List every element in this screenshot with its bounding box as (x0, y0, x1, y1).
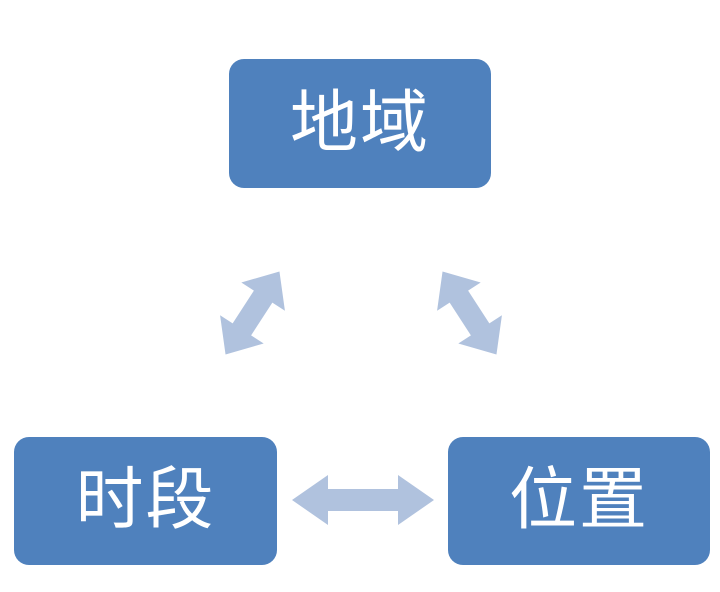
node-timeslot[interactable]: 时段 (14, 437, 277, 565)
connector-region-timeslot-double-arrow[interactable] (195, 243, 310, 383)
double-arrow-shape (292, 475, 434, 525)
node-position[interactable]: 位置 (448, 437, 710, 565)
node-region-label: 地域 (289, 83, 430, 163)
node-position-label: 位置 (508, 461, 649, 540)
connector-region-position-double-arrow[interactable] (412, 243, 527, 383)
node-region[interactable]: 地域 (229, 59, 491, 188)
connector-timeslot-position-double-arrow[interactable] (288, 470, 438, 530)
double-arrow-shape (220, 271, 285, 355)
double-arrow-shape (437, 271, 502, 355)
node-timeslot-label: 时段 (75, 461, 216, 540)
